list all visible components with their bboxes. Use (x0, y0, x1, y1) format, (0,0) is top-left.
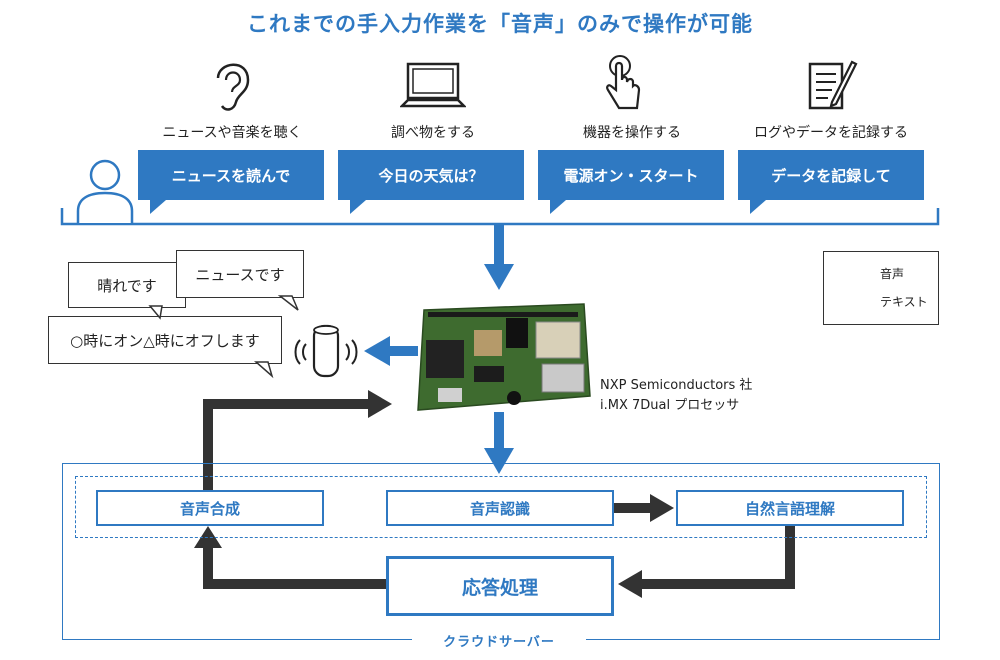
ear-icon (216, 63, 250, 111)
activity-label: ログやデータを記録する (754, 125, 908, 141)
page-title: これまでの手入力作業を「音声」のみで操作が可能 (247, 12, 753, 36)
voice-command-bubble: データを記録して (738, 150, 924, 214)
voice-command-bubble: 電源オン・スタート (538, 150, 724, 214)
response-processing-box: 応答処理 (386, 556, 614, 616)
speech-recognition-box: 音声認識 (386, 490, 614, 526)
finger-press-icon (606, 55, 641, 110)
activity-label: 調べ物をする (391, 125, 475, 141)
response-bubble: ○時にオン△時にオフします (48, 316, 282, 364)
natural-language-understanding-box: 自然言語理解 (676, 490, 904, 526)
smart-speaker-icon (294, 324, 358, 378)
cloud-server-label: クラウドサーバー (412, 631, 586, 650)
speech-synthesis-box: 音声合成 (96, 490, 324, 526)
speech-tails (148, 295, 299, 379)
processor-board-image (417, 303, 591, 411)
user-icon (76, 159, 134, 223)
laptop-icon (400, 62, 466, 108)
voice-command-bubble: 今日の天気は？ (338, 150, 524, 214)
response-bubble: ニュースです (176, 250, 304, 298)
legend-text-label: テキスト (880, 295, 928, 309)
activity-label: ニュースや音楽を聴く (162, 125, 302, 141)
device-model-label: i.MX 7Dual プロセッサ (600, 398, 740, 413)
voice-command-bubble: ニュースを読んで (138, 150, 324, 214)
response-bubble: 晴れです (68, 262, 186, 308)
device-maker-label: NXP Semiconductors 社 (600, 378, 753, 393)
voice-services-group (75, 476, 927, 538)
legend-voice-label: 音声 (880, 267, 905, 281)
notepad-pen-icon (808, 60, 858, 110)
legend (823, 251, 939, 325)
activity-label: 機器を操作する (583, 125, 681, 141)
